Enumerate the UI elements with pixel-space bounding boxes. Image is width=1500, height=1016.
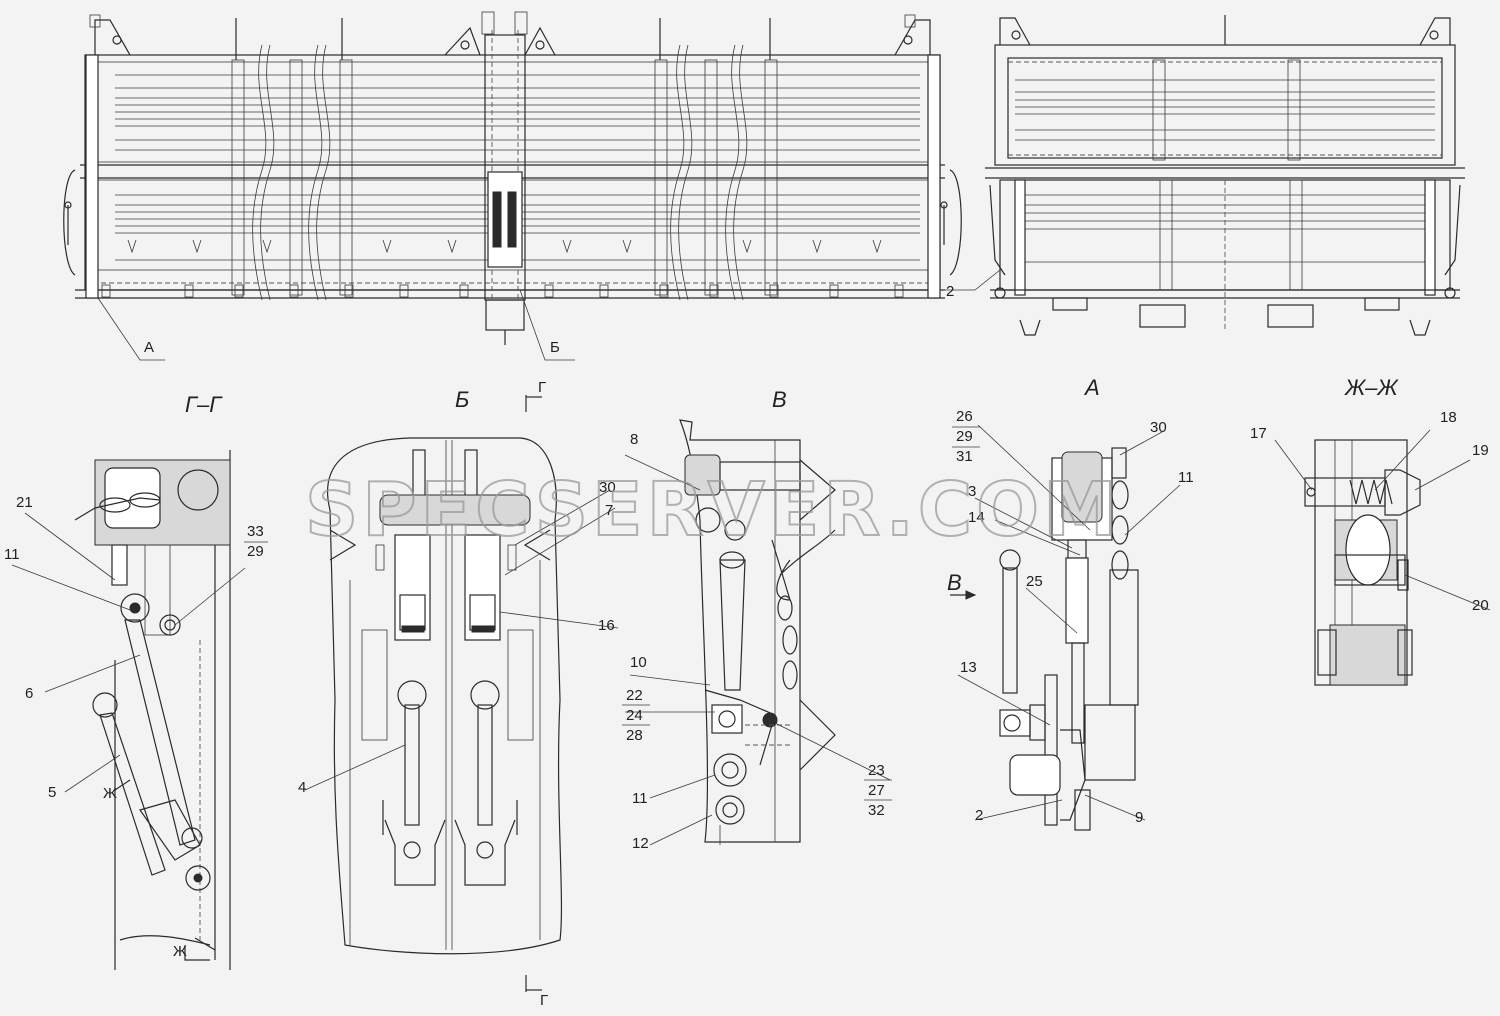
callout-30-a: 30 — [1150, 419, 1167, 436]
section-mark-g-bottom: Г — [540, 992, 548, 1009]
callout-21-gg: 21 — [16, 494, 33, 511]
side-upper-stripes — [1015, 79, 1435, 141]
callout-9-a: 9 — [1135, 809, 1143, 826]
corner-brackets — [89, 14, 931, 56]
section-mark-zh-upper: Ж — [103, 785, 117, 802]
bottom-bolts — [101, 284, 904, 298]
callout-11-gg: 11 — [4, 546, 20, 563]
callout-8-v: 8 — [630, 431, 638, 448]
callout-27-v: 27 — [868, 782, 885, 799]
callout-30-b: 30 — [599, 479, 616, 496]
title-section-g: Г–Г — [185, 392, 223, 417]
view-b-drawing — [304, 437, 619, 955]
title-view-b: Б — [455, 387, 469, 412]
callout-19-zh: 19 — [1472, 442, 1489, 459]
callout-23-v: 23 — [868, 762, 885, 779]
callout-b-top: Б — [550, 339, 560, 356]
callout-20-zh: 20 — [1472, 597, 1489, 614]
title-view-a: А — [1083, 375, 1100, 400]
callout-11-a: 11 — [1178, 469, 1194, 486]
callout-11-v: 11 — [632, 790, 648, 807]
callout-18-zh: 18 — [1440, 409, 1457, 426]
central-lock-assembly — [481, 11, 528, 345]
callout-2-a: 2 — [975, 807, 983, 824]
title-section-zh: Ж–Ж — [1344, 375, 1399, 400]
callout-12-v: 12 — [632, 835, 649, 852]
callout-5-gg: 5 — [48, 784, 56, 801]
section-mark-zh-lower: Ж — [173, 943, 187, 960]
callout-29-gg: 29 — [247, 543, 264, 560]
callout-25-a: 25 — [1026, 573, 1043, 590]
view-arrow-v-label: В — [947, 570, 962, 595]
callout-16-b: 16 — [598, 617, 615, 634]
side-view-body — [940, 15, 1465, 336]
section-zh-drawing — [1274, 429, 1491, 686]
callout-31-a: 31 — [956, 448, 973, 465]
callout-14-a: 14 — [968, 509, 985, 526]
callout-13-a: 13 — [960, 659, 977, 676]
section-g-drawing — [11, 450, 246, 970]
callout-32-v: 32 — [868, 802, 885, 819]
body-posts — [85, 18, 941, 299]
view-v-drawing — [624, 419, 891, 846]
callout-26-a: 26 — [956, 408, 973, 425]
upper-panel-stripes — [115, 74, 920, 151]
section-mark-g-top: Г — [538, 379, 546, 396]
callout-22-v: 22 — [626, 687, 643, 704]
callout-4-b: 4 — [298, 779, 306, 796]
callout-6-gg: 6 — [25, 685, 33, 702]
callout-3-a: 3 — [968, 483, 976, 500]
callout-10-v: 10 — [630, 654, 647, 671]
section-cut-g-marks — [525, 395, 542, 992]
front-view-body — [63, 11, 962, 361]
lower-hooks — [127, 239, 882, 254]
callout-33-gg: 33 — [247, 523, 264, 540]
callout-17-zh: 17 — [1250, 425, 1267, 442]
callout-7-b: 7 — [605, 502, 613, 519]
view-a-drawing — [950, 424, 1181, 831]
callout-29-a: 29 — [956, 428, 973, 445]
break-lines — [252, 44, 748, 301]
title-view-v: В — [772, 387, 787, 412]
callout-24-v: 24 — [626, 707, 643, 724]
callout-a-top: А — [144, 339, 154, 356]
callout-2-side: 2 — [946, 283, 954, 300]
callout-28-v: 28 — [626, 727, 643, 744]
side-latches — [63, 169, 962, 276]
watermark-text: SPECSERVER.COM — [305, 467, 1121, 553]
